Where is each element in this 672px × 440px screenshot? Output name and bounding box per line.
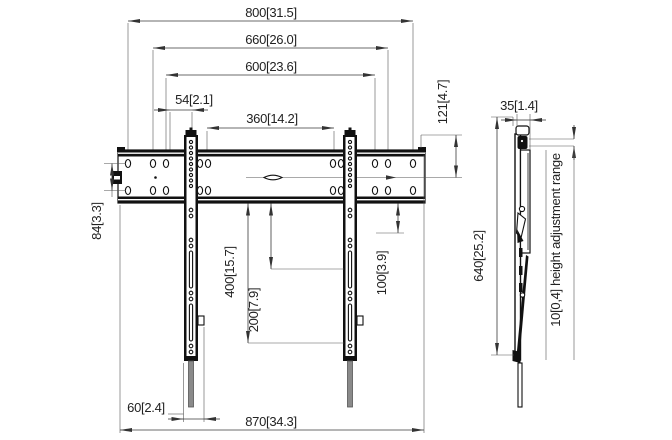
side-bar-mark-2 xyxy=(519,266,523,275)
dim-35: 35[1.4] xyxy=(500,98,546,149)
wall-rail-holes-bottom-row xyxy=(124,185,417,196)
dim-360-label: 360[14.2] xyxy=(246,111,298,126)
rail-clip-slot xyxy=(114,176,120,180)
bracket-right-top-tab xyxy=(344,130,356,137)
dim-100-label: 100[3.9] xyxy=(374,251,389,296)
dim-121-label: 121[4.7] xyxy=(435,80,450,125)
bracket-right-top-notch xyxy=(348,127,352,132)
dim-54-label: 54[2.1] xyxy=(175,92,213,107)
dim-84-label: 84[3.3] xyxy=(89,202,104,240)
dim-400: 400[15.7] xyxy=(222,203,344,344)
bracket-right-base xyxy=(343,356,357,361)
bracket-right-holes xyxy=(347,139,353,355)
bracket-left-top-notch xyxy=(189,127,193,132)
side-lock-block xyxy=(517,136,528,149)
dim-660-label: 660[26.0] xyxy=(245,32,297,47)
dim-640-label: 640[25.2] xyxy=(471,230,486,282)
wall-rail xyxy=(112,147,426,204)
dim-121: 121[4.7] xyxy=(420,80,462,178)
dim-800-label: 800[31.5] xyxy=(245,5,297,20)
bracket-right xyxy=(343,127,364,408)
bracket-left-slot-lower xyxy=(188,303,194,342)
side-foot xyxy=(512,350,521,363)
side-bar-mark-1 xyxy=(519,248,523,257)
side-top-cap xyxy=(515,125,530,136)
bracket-left-slot-upper xyxy=(188,250,194,289)
bracket-left xyxy=(184,127,205,408)
wall-rail-endcap-right xyxy=(418,147,426,152)
side-bar-mark-3 xyxy=(519,283,523,292)
side-latch-wedge xyxy=(517,229,524,243)
dim-660: 660[26.0] xyxy=(153,32,388,50)
dim-54: 54[2.1] xyxy=(154,92,213,112)
dim-35-label: 35[1.4] xyxy=(500,98,538,113)
dim-400-label: 400[15.7] xyxy=(222,246,237,298)
extension-lines-top xyxy=(127,23,414,157)
wall-rail-endcap-left xyxy=(117,147,125,152)
dim-100: 100[3.9] xyxy=(374,203,404,296)
bracket-right-slot-upper xyxy=(347,250,353,289)
dim-10-adjustment: 10[0,4] height adjustment range xyxy=(529,125,576,360)
bracket-left-side-tab xyxy=(197,315,205,326)
dim-360: 360[14.2] xyxy=(207,111,334,130)
side-strip xyxy=(517,362,523,408)
side-strut-pivot xyxy=(519,292,526,298)
dim-870: 870[34.3] xyxy=(119,155,425,433)
dim-84: 84[3.3] xyxy=(89,163,126,240)
bracket-right-side-tab xyxy=(356,315,364,326)
dim-10-adjustment-label: 10[0,4] height adjustment range xyxy=(548,153,563,327)
dim-640: 640[25.2] xyxy=(471,116,514,356)
side-lock-pin xyxy=(520,139,524,143)
bracket-left-base xyxy=(184,356,198,361)
bracket-left-holes xyxy=(188,139,194,355)
bracket-right-slot-lower xyxy=(347,303,353,342)
side-view: 35[1.4] 640[25.2] 10[0,4] height adjustm… xyxy=(471,98,576,408)
dim-60-label: 60[2.4] xyxy=(127,400,165,415)
centerline-arrow xyxy=(386,175,396,180)
center-mark-dot xyxy=(154,176,157,179)
dim-870-label: 870[34.3] xyxy=(245,414,297,429)
dim-600-label: 600[23.6] xyxy=(245,59,297,74)
dim-60: 60[2.4] xyxy=(127,327,220,422)
side-tv-panel xyxy=(519,149,531,254)
dim-200-label: 200[7.9] xyxy=(246,288,261,333)
dim-600: 600[23.6] xyxy=(166,59,375,77)
side-latch-pivot xyxy=(518,205,526,213)
bracket-left-strip xyxy=(188,360,194,408)
dim-800: 800[31.5] xyxy=(128,5,413,23)
side-profile xyxy=(512,125,531,408)
dim-200: 200[7.9] xyxy=(246,203,344,333)
side-tilt-strut xyxy=(516,255,529,357)
front-view: 800[31.5] 660[26.0] 600[23.6] 54[2.1] 36… xyxy=(89,5,462,433)
bracket-left-top-tab xyxy=(185,130,197,137)
bracket-right-strip xyxy=(347,360,353,408)
centerline-lens-symbol xyxy=(262,174,284,181)
